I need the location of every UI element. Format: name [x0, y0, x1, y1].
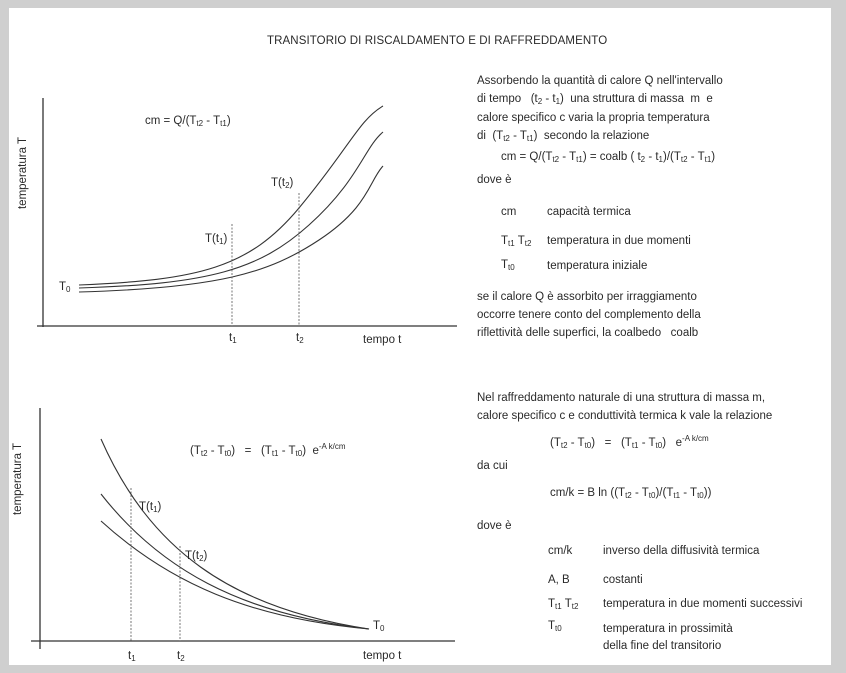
heating-formula: cm = Q/(Tt2 - Tt1): [145, 115, 231, 128]
cooling-label-tt2: T(t2): [185, 550, 208, 563]
heating-curve-lower: [78, 165, 384, 293]
heating-def-desc: temperatura in due momenti: [547, 235, 691, 247]
heating-dove: dove è: [477, 174, 512, 186]
cooling-formula: (Tt2 - Tt0) = (Tt1 - Tt0) e-A k/cm: [190, 442, 346, 458]
heating-curve-middle: [78, 131, 384, 289]
heating-def-sym: Tt1 Tt2: [501, 235, 532, 248]
cooling-label-t2: t2: [177, 650, 185, 663]
heating-label-tt2: T(t2): [271, 177, 294, 190]
cooling-dove: dove è: [477, 520, 512, 532]
heating-label-t2: t2: [296, 332, 304, 345]
heating-label-tt1: T(t1): [205, 233, 228, 246]
cooling-def-desc-cont: della fine del transitorio: [603, 640, 722, 652]
page-title: TRANSITORIO DI RISCALDAMENTO E DI RAFFRE…: [267, 35, 608, 47]
heating-relation: cm = Q/(Tt2 - Tt1) = coalb ( t2 - t1)/(T…: [501, 151, 716, 164]
cooling-def-sym: Tt1 Tt2: [548, 598, 579, 611]
cooling-xlabel: tempo t: [363, 650, 402, 662]
cooling-def-sym: A, B: [548, 574, 570, 586]
cooling-def-sym: Tt0: [548, 620, 562, 633]
cooling-curve-middle: [100, 493, 370, 630]
cooling-label-t1: t1: [128, 650, 136, 663]
cooling-def-sym: cm/k: [548, 545, 573, 557]
cooling-relation: (Tt2 - Tt0) = (Tt1 - Tt0) e-A k/cm: [550, 434, 709, 450]
heating-text-line: di tempo (t2 - t1) una struttura di mass…: [477, 93, 713, 106]
cooling-relation2: cm/k = B ln ((Tt2 - Tt0)/(Tt1 - Tt0)): [550, 487, 712, 500]
heating-text-line: calore specifico c varia la propria temp…: [477, 112, 710, 124]
cooling-text-line: calore specifico c e conduttività termic…: [477, 410, 773, 422]
cooling-label-t0: T0: [373, 620, 385, 633]
heating-def-desc: capacità termica: [547, 206, 631, 218]
heating-label-t1: t1: [229, 332, 237, 345]
heating-note-line: occorre tenere conto del complemento del…: [477, 309, 701, 321]
heating-text-line: Assorbendo la quantità di calore Q nell'…: [477, 75, 723, 87]
cooling-ylabel: temperatura T: [12, 442, 25, 516]
cooling-label-tt1: T(t1): [139, 501, 162, 514]
cooling-curve-lower: [100, 520, 370, 630]
cooling-def-desc: temperatura in prossimità: [603, 623, 733, 635]
heating-def-desc: temperatura iniziale: [547, 260, 648, 272]
heating-text-line: di (Tt2 - Tt1) secondo la relazione: [477, 130, 650, 143]
cooling-curve-upper: [100, 438, 370, 630]
heating-xlabel: tempo t: [363, 334, 402, 346]
heating-note-line: riflettività delle superfici, la coalbed…: [477, 327, 699, 339]
heating-def-sym: cm: [501, 206, 517, 218]
cooling-def-desc: temperatura in due momenti successivi: [603, 598, 803, 610]
cooling-def-desc: inverso della diffusività termica: [603, 545, 760, 557]
cooling-def-desc: costanti: [603, 574, 643, 586]
cooling-chart: [31, 408, 455, 649]
figure-page: TRANSITORIO DI RISCALDAMENTO E DI RAFFRE…: [9, 8, 831, 665]
heating-chart: [37, 98, 457, 327]
heating-note-line: se il calore Q è assorbito per irraggiam…: [477, 291, 697, 303]
heating-def-sym: Tt0: [501, 259, 515, 272]
heating-label-t0: T0: [59, 281, 71, 294]
heating-curve-upper: [78, 105, 384, 286]
cooling-dacui: da cui: [477, 460, 508, 472]
cooling-text-line: Nel raffreddamento naturale di una strut…: [477, 392, 766, 404]
